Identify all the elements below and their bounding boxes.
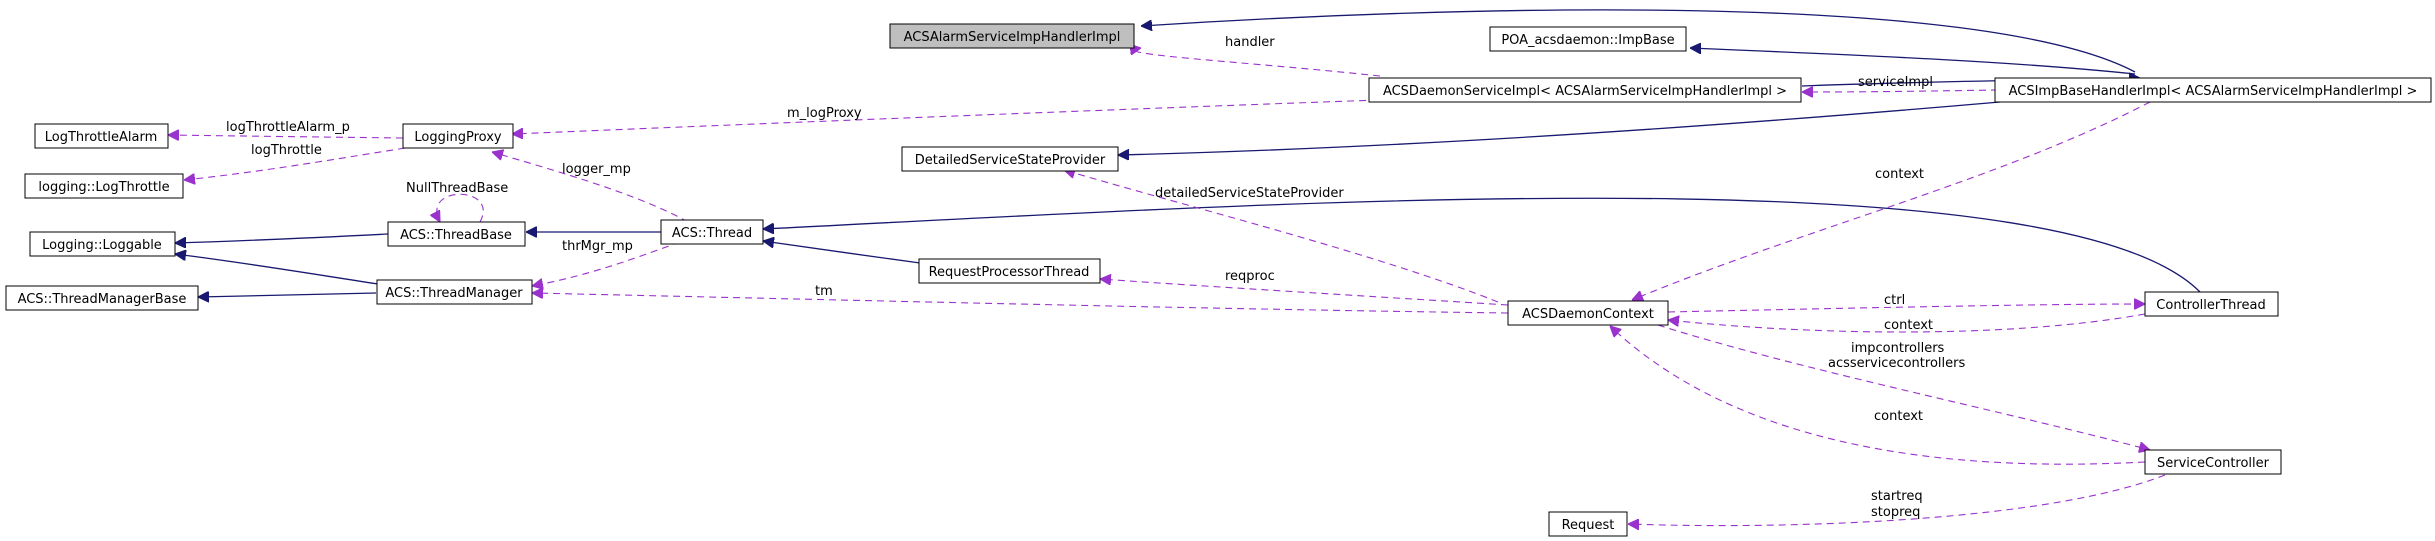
node-acs-daemon-service-impl[interactable]: ACSDaemonServiceImpl< ACSAlarmServiceImp… — [1368, 77, 1802, 103]
node-label: logging::LogThrottle — [38, 180, 169, 195]
edge-label-logthrottle: logThrottle — [251, 143, 322, 158]
edge-logger-mp — [492, 152, 689, 223]
node-acs-thread-base[interactable]: ACS::ThreadBase — [387, 221, 526, 247]
edge-label-logthrottlealarm-p: logThrottleAlarm_p — [226, 120, 350, 135]
edge-reqproc — [1100, 279, 1509, 306]
edge-label-nullthreadbase: NullThreadBase — [406, 181, 508, 196]
node-label: Request — [1562, 518, 1615, 533]
node-label: ServiceController — [2157, 456, 2270, 471]
edge-label-handler: handler — [1225, 35, 1275, 50]
edge-label-thrmgr-mp: thrMgr_mp — [562, 239, 633, 254]
edge-thrmgr-mp — [532, 241, 681, 286]
edge-label-acsservicecontrollers: acsservicecontrollers — [1828, 356, 1965, 371]
edge-handler — [1134, 48, 1381, 77]
edge-label-context-sc: context — [1874, 409, 1923, 424]
node-label: LoggingProxy — [414, 130, 501, 145]
edge-label-serviceimpl: serviceImpl — [1858, 75, 1933, 90]
edge-controllerthread-to-thread — [763, 197, 2201, 293]
node-label: ControllerThread — [2156, 298, 2265, 313]
edge-serviceimpl — [1802, 90, 1999, 92]
node-logging-log-throttle[interactable]: logging::LogThrottle — [24, 173, 184, 199]
edge-labels: handler serviceImpl m_logProxy logThrott… — [226, 35, 1965, 520]
edge-label-tm: tm — [815, 284, 833, 299]
edge-context-top — [1632, 101, 2151, 300]
edge-acsservicecontrollers — [1657, 324, 2150, 450]
edge-label-startreq: startreq — [1871, 489, 1923, 504]
edge-impbase-to-detailedprovider — [1118, 101, 2001, 155]
edge-label-impcontrollers: impcontrollers — [1851, 341, 1945, 356]
edge-label-logger-mp: logger_mp — [562, 162, 631, 177]
node-label: ACS::Thread — [672, 226, 752, 241]
node-acs-thread[interactable]: ACS::Thread — [660, 219, 764, 245]
edge-logthrottlealarm-p — [168, 135, 404, 138]
edge-ctrl — [1667, 304, 2145, 313]
node-label: LogThrottleAlarm — [45, 130, 157, 145]
node-label: ACS::ThreadManagerBase — [18, 292, 187, 307]
node-logging-loggable[interactable]: Logging::Loggable — [29, 231, 176, 257]
node-label: RequestProcessorThread — [929, 265, 1090, 280]
node-detailed-service-state-provider[interactable]: DetailedServiceStateProvider — [901, 146, 1119, 172]
edge-threadmanager-to-managerbase — [198, 293, 377, 297]
node-service-controller[interactable]: ServiceController — [2144, 449, 2282, 475]
node-acs-alarm-service-imp-handler-impl[interactable]: ACSAlarmServiceImpHandlerImpl — [889, 23, 1135, 49]
edge-logthrottle — [184, 147, 406, 180]
edge-nullthreadbase — [437, 193, 484, 222]
edge-label-stopreq: stopreq — [1871, 505, 1920, 520]
node-label: Logging::Loggable — [42, 238, 162, 253]
node-label: ACSDaemonContext — [1522, 307, 1654, 322]
edge-requestproc-to-thread — [763, 241, 921, 264]
edge-label-m-logproxy: m_logProxy — [787, 106, 862, 121]
node-label: DetailedServiceStateProvider — [915, 153, 1106, 168]
node-label: POA_acsdaemon::ImpBase — [1501, 33, 1674, 48]
node-label: ACSDaemonServiceImpl< ACSAlarmServiceImp… — [1383, 84, 1787, 99]
edge-threadmanager-to-loggable — [175, 254, 379, 285]
edge-detailedprovider — [1064, 170, 1499, 303]
edge-label-context-ctrl: context — [1884, 318, 1933, 333]
node-label: ACS::ThreadBase — [400, 228, 512, 243]
edge-impbase-to-alarmservice — [1141, 9, 2136, 73]
edge-context-ctrl — [1668, 313, 2146, 333]
node-acs-daemon-context[interactable]: ACSDaemonContext — [1507, 300, 1669, 326]
node-logging-proxy[interactable]: LoggingProxy — [402, 123, 514, 149]
node-log-throttle-alarm[interactable]: LogThrottleAlarm — [34, 123, 169, 149]
edge-threadbase-to-loggable — [175, 233, 389, 243]
edge-label-reqproc: reqproc — [1225, 269, 1275, 284]
edge-label-context-top: context — [1875, 167, 1924, 182]
node-label: ACS::ThreadManager — [385, 286, 523, 301]
node-poa-acsdaemon-impbase[interactable]: POA_acsdaemon::ImpBase — [1489, 26, 1687, 52]
edges — [168, 9, 2201, 526]
node-label: ACSImpBaseHandlerImpl< ACSAlarmServiceIm… — [2009, 84, 2418, 99]
edge-tm — [532, 293, 1509, 314]
node-request[interactable]: Request — [1548, 511, 1628, 537]
node-controller-thread[interactable]: ControllerThread — [2144, 291, 2279, 317]
node-acs-thread-manager[interactable]: ACS::ThreadManager — [376, 279, 533, 305]
edge-m-logproxy — [512, 99, 1379, 134]
edge-label-detailedprovider: detailedServiceStateProvider — [1155, 186, 1344, 201]
node-request-processor-thread[interactable]: RequestProcessorThread — [918, 258, 1101, 284]
node-acs-imp-base-handler-impl[interactable]: ACSImpBaseHandlerImpl< ACSAlarmServiceIm… — [1994, 77, 2432, 103]
edge-context-sc — [1610, 326, 2146, 465]
node-acs-thread-manager-base[interactable]: ACS::ThreadManagerBase — [5, 285, 199, 311]
node-label: ACSAlarmServiceImpHandlerImpl — [904, 30, 1121, 45]
edge-impbase-to-poa-impbase — [1690, 48, 2136, 75]
edge-label-ctrl: ctrl — [1884, 293, 1905, 308]
nodes: ACSAlarmServiceImpHandlerImpl POA_acsdae… — [5, 23, 2432, 537]
